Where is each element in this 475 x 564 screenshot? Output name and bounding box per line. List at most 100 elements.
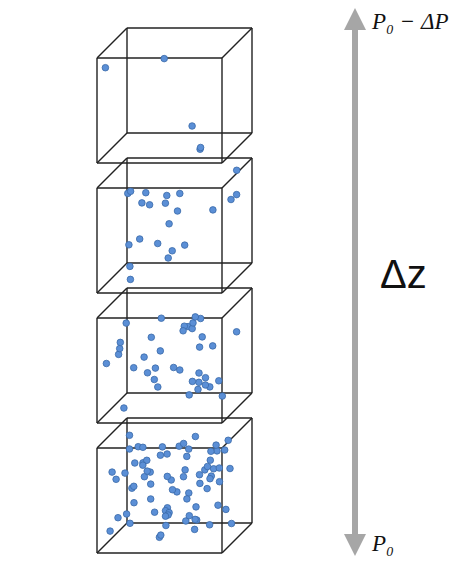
gas-particle — [197, 480, 204, 487]
cube-edge — [221, 448, 222, 553]
cube-edge — [96, 318, 97, 423]
gas-particle — [163, 522, 170, 529]
cube-edge — [126, 288, 127, 393]
gas-particle — [127, 276, 134, 283]
gas-particle — [113, 476, 120, 483]
gas-particle — [191, 526, 198, 533]
gas-particle — [121, 405, 128, 412]
gas-particle — [189, 123, 196, 130]
cube-edge — [97, 393, 127, 423]
gas-particle — [192, 516, 199, 523]
gas-particle — [208, 448, 215, 455]
gas-particle — [115, 514, 122, 521]
gas-particle — [162, 513, 169, 520]
gas-particle — [186, 392, 193, 399]
gas-particle — [216, 478, 223, 485]
cube-edge — [127, 262, 252, 263]
gas-particle — [192, 314, 199, 321]
gas-particle — [197, 144, 204, 151]
gas-particle — [199, 334, 206, 341]
height-label: Δz — [380, 254, 427, 294]
gas-particle — [130, 364, 137, 371]
gas-particle — [169, 248, 176, 255]
gas-particle — [184, 453, 191, 460]
gas-particle — [207, 457, 214, 464]
gas-particle — [177, 367, 184, 374]
gas-particle — [233, 329, 240, 336]
cube-edge — [97, 263, 127, 293]
gas-particle — [141, 354, 148, 361]
gas-particle — [143, 189, 150, 196]
gas-particle — [221, 447, 228, 454]
cube-edge — [97, 158, 127, 188]
gas-particle — [154, 240, 161, 247]
cube-edge — [96, 58, 97, 163]
gas-particle — [210, 207, 217, 214]
gas-particle — [209, 343, 216, 350]
cube-edge — [96, 448, 97, 553]
gas-particle — [165, 255, 172, 262]
gas-particle — [151, 509, 158, 516]
gas-particle — [233, 167, 240, 174]
gas-particle — [166, 221, 173, 228]
gas-particle — [227, 465, 234, 472]
cube-edge — [222, 523, 252, 553]
gas-particle — [223, 506, 230, 513]
gas-particle — [216, 378, 223, 385]
gas-particle — [102, 64, 109, 71]
gas-particle — [158, 532, 165, 539]
cube-edge — [127, 417, 252, 418]
gas-particle — [181, 242, 188, 249]
gas-particle — [195, 386, 202, 393]
gas-particle — [148, 334, 155, 341]
stacked-cubes — [97, 28, 252, 553]
cube-edge — [222, 28, 252, 58]
gas-particle — [196, 471, 203, 478]
gas-particle — [158, 315, 165, 322]
gas-particle — [207, 475, 214, 482]
cube-edge — [97, 28, 127, 58]
gas-particle — [116, 345, 123, 352]
cube-edge — [222, 288, 252, 318]
gas-particle — [157, 348, 164, 355]
gas-particle — [144, 468, 151, 475]
gas-particle — [185, 446, 192, 453]
gas-particle — [140, 462, 147, 469]
gas-particle — [117, 339, 124, 346]
gas-particle — [182, 467, 189, 474]
gas-particle — [202, 382, 209, 389]
gas-particle — [126, 432, 133, 439]
cube-edge — [97, 292, 222, 293]
gas-particle — [219, 393, 226, 400]
gas-particle — [228, 196, 235, 203]
cube-edge — [97, 133, 127, 163]
gas-particle — [122, 470, 129, 477]
gas-particle — [146, 202, 153, 209]
gas-particle — [204, 463, 211, 470]
gas-particle — [131, 483, 138, 490]
gas-particle — [169, 486, 176, 493]
cube-edge — [97, 57, 222, 58]
gas-particle — [215, 502, 222, 509]
gas-particle — [174, 208, 181, 215]
gas-particles — [102, 55, 240, 540]
gas-particle — [151, 376, 158, 383]
gas-particle — [147, 481, 154, 488]
cube-edge — [97, 162, 222, 163]
gas-particle — [109, 469, 116, 476]
gas-particle — [180, 328, 187, 335]
gas-particle — [126, 242, 133, 249]
gas-particle — [180, 440, 187, 447]
gas-particle — [196, 379, 203, 386]
cube-edge — [127, 287, 252, 288]
cube-edge — [222, 158, 252, 188]
cube-edge — [127, 27, 252, 28]
gas-particle — [147, 496, 154, 503]
gas-particle — [123, 511, 130, 518]
gas-particle — [107, 528, 114, 535]
gas-particle — [127, 188, 134, 195]
gas-particle — [136, 236, 143, 243]
gas-particle — [184, 496, 191, 503]
gas-particle — [159, 444, 166, 451]
cube-edge — [97, 552, 222, 553]
